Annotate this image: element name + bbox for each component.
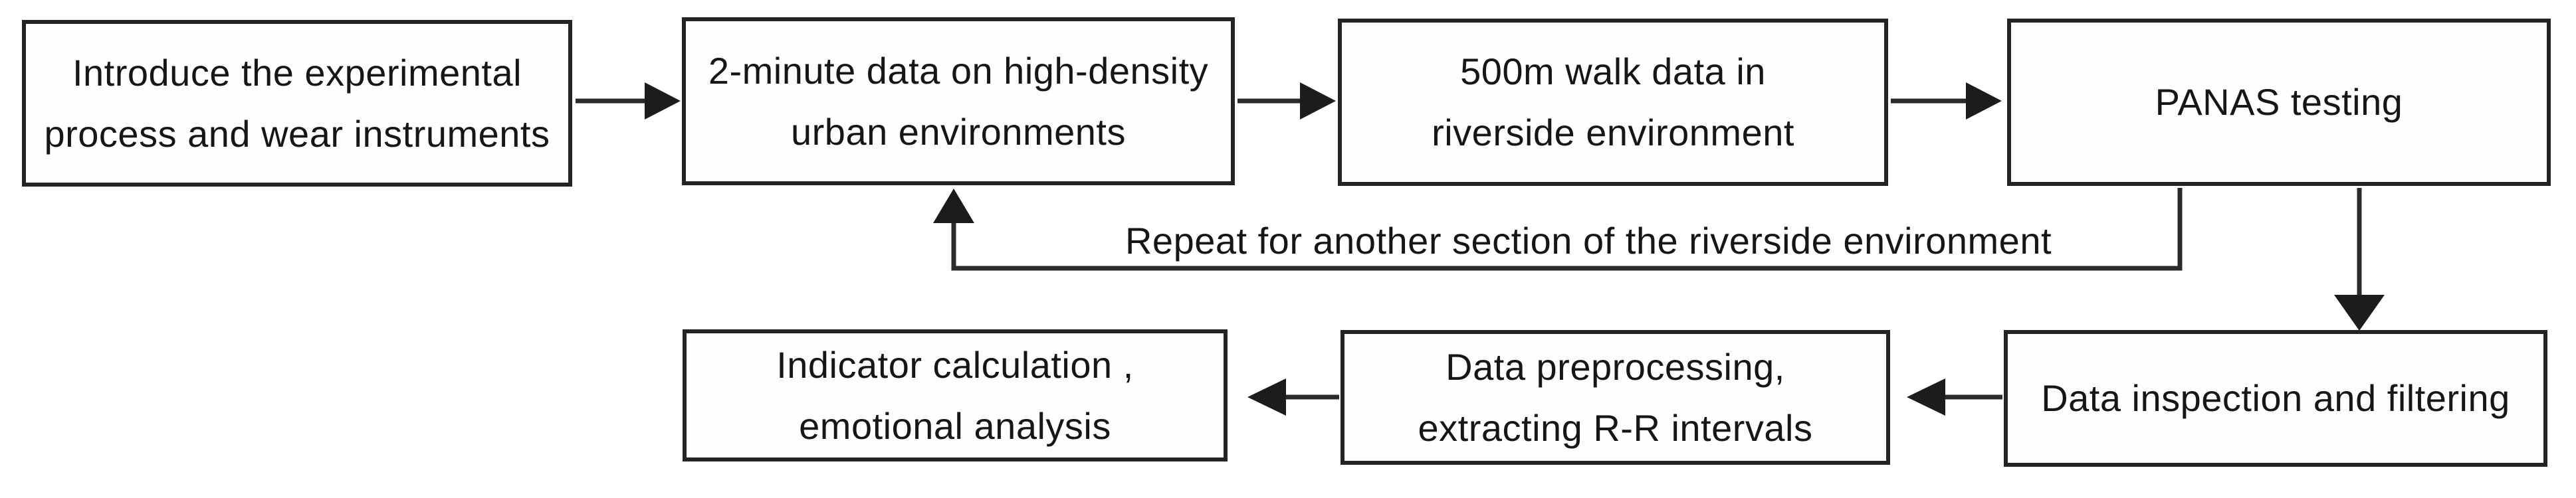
loop-line-panas-to-urban (933, 188, 2183, 271)
flow-box-data-preprocessing: Data preprocessing, extracting R-R inter… (1341, 330, 1890, 465)
arrow-preprocessing-to-indicator (1247, 378, 1339, 416)
arrow-riverside-to-panas (1891, 82, 2002, 120)
box-line: process and wear instruments (44, 112, 550, 155)
arrow-urban-to-riverside (1237, 82, 1336, 120)
box-line: riverside environment (1432, 112, 1794, 153)
arrow-panas-down-to-inspection (2334, 188, 2385, 331)
box-line: Data preprocessing, (1446, 345, 1785, 388)
flow-box-panas-testing: PANAS testing (2007, 19, 2551, 186)
box-line: extracting R-R intervals (1418, 406, 1813, 449)
box-line: PANAS testing (2155, 81, 2403, 123)
box-line: 2-minute data on high-density (708, 49, 1209, 92)
box-line: Data inspection and filtering (2041, 377, 2510, 419)
flow-box-riverside-walk: 500m walk data in riverside environment (1338, 19, 1888, 186)
box-line: emotional analysis (799, 404, 1111, 447)
flow-box-introduce-process: Introduce the experimental process and w… (22, 20, 572, 187)
flow-box-indicator-calculation: Indicator calculation , emotional analys… (683, 329, 1228, 461)
flow-box-data-inspection: Data inspection and filtering (2004, 330, 2547, 467)
box-line: Indicator calculation , (776, 343, 1134, 386)
arrow-introduce-to-urban (576, 82, 681, 120)
flow-box-urban-data: 2-minute data on high-density urban envi… (682, 17, 1235, 185)
box-line: Introduce the experimental (72, 51, 522, 94)
box-line: 500m walk data in (1460, 50, 1766, 92)
box-line: urban environments (791, 110, 1126, 153)
loop-label: Repeat for another section of the rivers… (1125, 220, 2052, 262)
arrow-inspection-to-preprocessing (1907, 378, 2002, 416)
loop-arrowhead-up (933, 189, 974, 223)
